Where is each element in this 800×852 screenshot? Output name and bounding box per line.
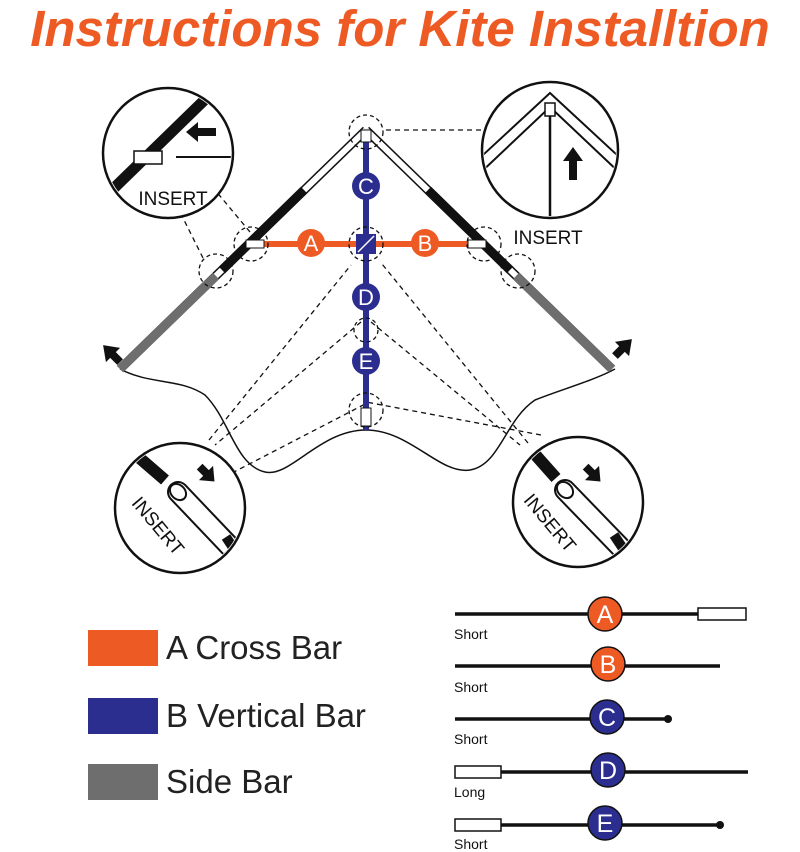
badge-e: E: [352, 347, 380, 375]
badge-label: D: [358, 285, 374, 310]
legend-item-side-bar: Side Bar: [88, 762, 293, 802]
arrow-down-right-icon: [196, 463, 215, 482]
badge-a: A: [297, 229, 325, 257]
part-e: E Short: [454, 805, 724, 852]
badge-d: D: [352, 283, 380, 311]
callout-bottom-right: INSERT: [511, 435, 645, 569]
badge-b: B: [411, 229, 439, 257]
legend-swatch: [88, 698, 158, 734]
part-length: Short: [454, 679, 488, 695]
part-letter: C: [598, 704, 616, 732]
part-letter: E: [597, 810, 614, 838]
legend-item-cross-bar: A Cross Bar: [88, 628, 342, 668]
legend-item-vertical-bar: B Vertical Bar: [88, 696, 366, 736]
parts-list: A Short B Short C Short D Long: [454, 596, 748, 852]
callout-bottom-left: INSERT: [113, 441, 247, 575]
legend-swatch: [88, 764, 158, 800]
callout-top-right: INSERT: [480, 80, 620, 249]
part-length: Long: [454, 784, 485, 800]
arrow-up-left-icon: [612, 339, 632, 359]
part-b: B Short: [454, 646, 720, 695]
joint-circles: [198, 114, 536, 428]
legend-label: A Cross Bar: [166, 629, 343, 666]
part-a: A Short: [454, 596, 747, 642]
badge-c: C: [352, 172, 380, 200]
part-letter: A: [597, 601, 614, 629]
insert-label: INSERT: [513, 228, 583, 249]
part-length: Short: [454, 731, 488, 747]
badge-label: B: [418, 231, 433, 256]
legend-swatch: [88, 630, 158, 666]
badge-label: E: [359, 349, 374, 374]
part-letter: B: [600, 651, 617, 679]
badge-label: C: [358, 174, 374, 199]
part-d: D Long: [454, 752, 748, 800]
arrow-down-right-icon: [582, 463, 601, 482]
arrow-up-icon: [563, 147, 583, 180]
part-c: C Short: [454, 699, 672, 747]
legend-label: B Vertical Bar: [166, 697, 366, 734]
page-title: Instructions for Kite Installtion: [30, 0, 770, 57]
part-letter: D: [599, 757, 617, 785]
part-length: Short: [454, 836, 488, 852]
insert-label: INSERT: [138, 189, 208, 210]
badge-label: A: [304, 231, 319, 256]
callout-top-left: INSERT: [101, 86, 235, 220]
part-length: Short: [454, 626, 488, 642]
legend-label: Side Bar: [166, 763, 293, 800]
side-bars: [116, 126, 616, 373]
arrow-left-icon: [186, 122, 216, 142]
